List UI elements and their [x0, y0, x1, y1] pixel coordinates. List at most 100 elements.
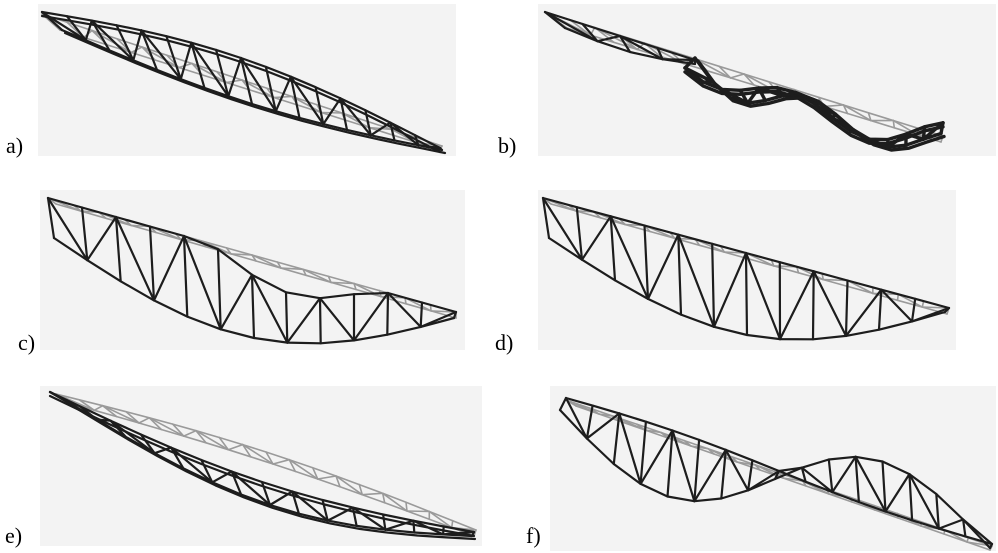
vertical-member: [639, 420, 648, 486]
vertical-member: [811, 270, 815, 341]
diagonal-member: [724, 448, 750, 492]
truss-figure-c: [40, 190, 465, 350]
diagonal-member: [543, 10, 599, 43]
diagonal-member: [141, 46, 180, 69]
vertical-member: [165, 35, 182, 81]
diagonal-member: [95, 418, 112, 422]
diagonal-member: [302, 268, 332, 284]
diagonal-member: [880, 288, 914, 323]
diagonal-member: [729, 73, 745, 79]
diagonal-member: [86, 215, 118, 262]
diagonal-member: [211, 470, 233, 484]
diagonal-member: [565, 399, 600, 415]
vertical-member: [148, 225, 156, 302]
diagonal-member: [90, 19, 135, 62]
diagonal-member: [580, 215, 612, 261]
diagonal-member: [844, 288, 883, 337]
diagonal-member: [564, 396, 589, 440]
vertical-member: [720, 448, 727, 500]
diagonal-member: [442, 530, 476, 536]
truss-figure-e: [40, 386, 482, 546]
diagonal-member: [744, 251, 782, 341]
diagonal-member: [351, 506, 387, 531]
vertical-member: [364, 109, 372, 137]
panel-label-c: c): [18, 330, 36, 355]
vertical-member: [677, 233, 683, 316]
diagonal-member: [227, 443, 244, 451]
diagonal-member: [886, 132, 908, 149]
diagonal-member: [326, 506, 354, 522]
vertical-member: [854, 455, 860, 504]
vertical-member: [318, 297, 322, 345]
diagonal-member: [419, 310, 458, 328]
diagonal-member: [40, 10, 87, 42]
diagonal-member: [782, 477, 804, 482]
diagonal-member: [596, 34, 622, 43]
vertical-member: [450, 519, 454, 529]
vertical-member: [190, 41, 206, 90]
panel-label-f: f): [526, 523, 541, 548]
vertical-member: [935, 492, 940, 530]
diagonal-member: [291, 490, 329, 522]
diagonal-member: [816, 99, 835, 120]
diagonal-member: [406, 510, 431, 513]
vertical-member: [90, 19, 111, 52]
diagonal-member: [288, 458, 319, 480]
truss-figure-d: [538, 190, 956, 350]
vertical-member: [744, 251, 749, 337]
diagonal-member: [330, 281, 355, 285]
vertical-member: [218, 436, 230, 451]
diagonal-member: [693, 448, 727, 503]
diagonal-member: [291, 95, 323, 114]
vertical-member: [718, 65, 732, 79]
diagonal-member: [352, 291, 390, 342]
vertical-member: [643, 224, 650, 301]
diagonal-member: [937, 518, 965, 530]
vertical-member: [656, 46, 664, 61]
diagonal-member: [812, 270, 848, 337]
diagonal-member: [274, 75, 292, 113]
diagonal-member: [661, 58, 697, 62]
deformed-truss: [543, 10, 946, 152]
diagonal-member: [598, 413, 615, 418]
vertical-member: [867, 112, 872, 122]
diagonal-member: [132, 29, 143, 62]
vertical-member: [908, 472, 914, 522]
diagonal-member: [230, 253, 253, 256]
vertical-member: [200, 458, 214, 484]
panel-e: e): [0, 380, 495, 553]
vertical-member: [585, 404, 594, 440]
diagonal-member: [109, 419, 156, 455]
vertical-member: [666, 429, 674, 498]
vertical-member: [65, 15, 87, 42]
diagonal-member: [720, 87, 750, 105]
diagonal-member: [677, 233, 716, 328]
diagonal-member: [251, 254, 282, 269]
diagonal-member: [412, 519, 445, 536]
deformed-truss: [40, 10, 447, 155]
vertical-member: [609, 215, 617, 282]
vertical-member: [215, 48, 230, 98]
vertical-member: [581, 22, 599, 43]
diagonal-member: [335, 475, 364, 496]
panel-label-e: e): [5, 523, 23, 548]
vertical-member: [291, 490, 300, 515]
diagonal-member: [428, 510, 453, 529]
diagonal-member: [831, 455, 857, 494]
vertical-member: [881, 460, 887, 513]
figure-background: [538, 4, 996, 156]
diagonal-member: [842, 104, 872, 122]
diagonal-member: [316, 475, 337, 480]
vertical-member: [842, 104, 849, 115]
diagonal-member: [910, 306, 951, 323]
vertical-member: [419, 301, 424, 328]
vertical-member: [711, 242, 716, 328]
vertical-member: [877, 288, 883, 331]
diagonal-member: [710, 80, 724, 92]
diagonal-member: [339, 97, 372, 137]
vertical-member: [618, 34, 632, 54]
vertical-member: [314, 86, 325, 126]
vertical-member: [182, 234, 189, 318]
vertical-member: [216, 248, 222, 331]
diagonal-member: [48, 390, 99, 421]
